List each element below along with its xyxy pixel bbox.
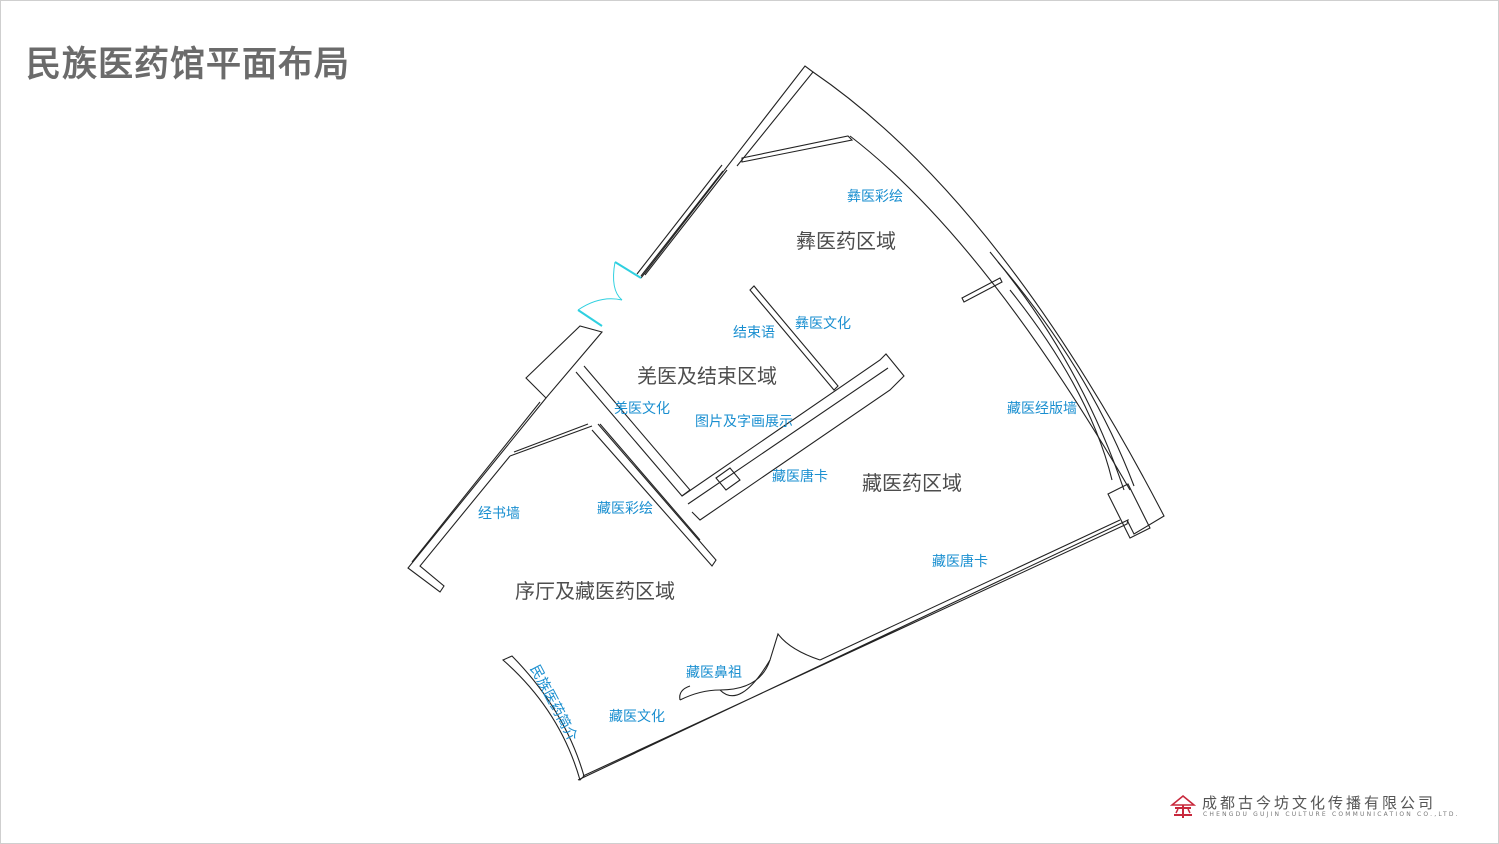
company-seal-icon [1170, 794, 1196, 818]
zone-qiang: 羌医及结束区域 [637, 364, 777, 388]
company-name-en: CHENGDU GUJIN CULTURE COMMUNICATION CO.,… [1203, 811, 1460, 818]
zone-zang: 藏医药区域 [862, 471, 962, 495]
exhibit-zang-founder: 藏医鼻祖 [686, 664, 742, 681]
exhibit-pictures-calligraphy: 图片及字画展示 [695, 414, 793, 430]
exhibit-qiang-culture: 羌医文化 [614, 401, 670, 417]
page-title: 民族医药馆平面布局 [26, 45, 351, 85]
exhibit-zang-tangka-1: 藏医唐卡 [772, 468, 828, 485]
company-name: 成都古今坊文化传播有限公司 [1202, 794, 1437, 812]
exhibit-zang-painting: 藏医彩绘 [597, 501, 653, 517]
zone-lobby: 序厅及藏医药区域 [515, 579, 675, 603]
outer-walls [407, 65, 1165, 782]
exhibit-closing: 结束语 [733, 325, 775, 341]
interior-walls [575, 285, 905, 701]
exhibit-zang-culture: 藏医文化 [609, 709, 665, 725]
company-logo: 成都古今坊文化传播有限公司 CHENGDU GUJIN CULTURE COMM… [1170, 792, 1470, 826]
exhibit-yi-painting: 彝医彩绘 [847, 189, 903, 205]
exhibit-zang-tangka-2: 藏医唐卡 [932, 553, 988, 570]
exhibit-zang-sutra-wall: 藏医经版墙 [1007, 401, 1077, 417]
exhibit-yi-culture: 彝医文化 [795, 316, 851, 332]
entrance-door [577, 261, 642, 327]
zone-yi: 彝医药区域 [796, 229, 896, 253]
exhibit-sutra-wall: 经书墙 [478, 506, 520, 522]
exhibit-intro: 民族医药简介 [526, 662, 580, 744]
